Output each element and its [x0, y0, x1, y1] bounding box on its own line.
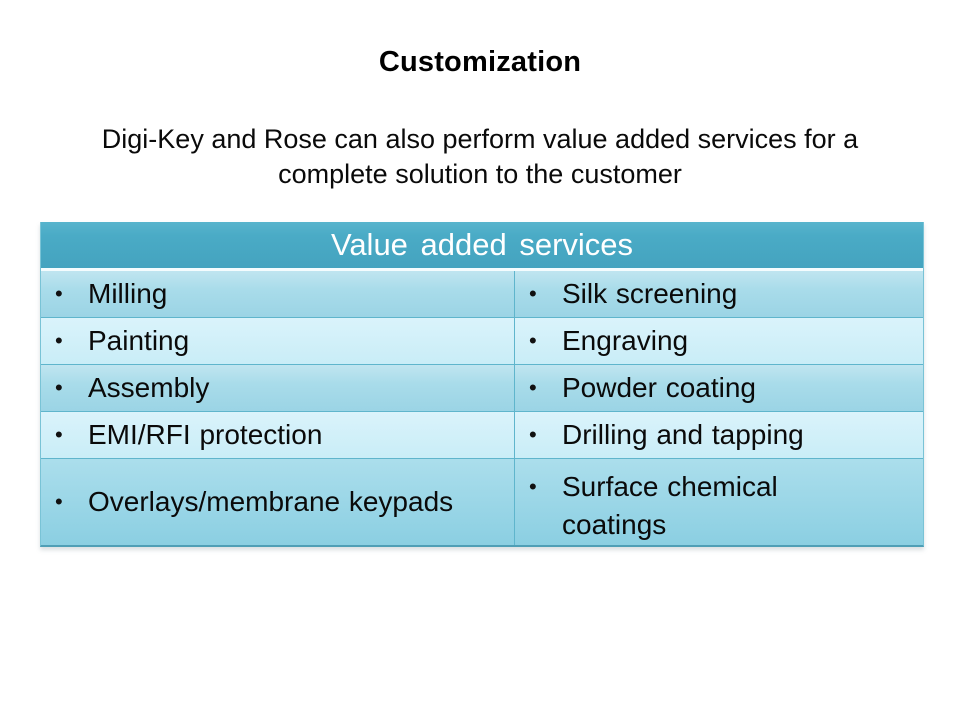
bullet-marker: • [55, 489, 63, 514]
table-cell: • Silk screening [514, 271, 923, 317]
cell-text: Assembly [88, 372, 210, 403]
table-cell: • Engraving [514, 318, 923, 364]
table-cell: • EMI/RFI protection [41, 412, 514, 458]
cell-text: Painting [88, 325, 190, 356]
table-row: • Overlays/membrane keypads • Surface ch… [41, 458, 923, 545]
table-row: • EMI/RFI protection • Drilling and tapp… [41, 411, 923, 458]
cell-text: Silk screening [562, 278, 738, 309]
bullet-marker: • [529, 328, 537, 353]
table-cell: • Overlays/membrane keypads [41, 459, 514, 545]
table-cell: • Assembly [41, 365, 514, 411]
cell-text: Powder coating [562, 372, 757, 403]
bullet-marker: • [55, 281, 63, 306]
slide-title: Customization [378, 46, 582, 78]
slide-subtitle: Digi-Key and Rose can also perform value… [0, 122, 960, 192]
table-cell: • Powder coating [514, 365, 923, 411]
bullet-marker: • [529, 422, 537, 447]
value-added-services-table: Value added services • Milling • Silk sc… [40, 222, 924, 547]
bullet-marker: • [529, 281, 537, 306]
table-row: • Painting • Engraving [41, 317, 923, 364]
cell-text: EMI/RFI protection [88, 419, 323, 450]
bullet-marker: • [55, 375, 63, 400]
bullet-marker: • [55, 422, 63, 447]
bullet-marker: • [529, 474, 537, 499]
cell-text: Overlays/membrane keypads [88, 486, 454, 517]
table-cell: • Milling [41, 271, 514, 317]
table-cell: • Drilling and tapping [514, 412, 923, 458]
cell-text: Drilling and tapping [562, 419, 804, 450]
table-header: Value added services [41, 222, 923, 271]
cell-text: Engraving [562, 325, 689, 356]
table-row: • Assembly • Powder coating [41, 364, 923, 411]
bullet-marker: • [529, 375, 537, 400]
cell-text: Surface chemical coatings [562, 471, 778, 540]
slide-subtitle-line2: complete solution to the customer [278, 159, 682, 189]
table-cell: • Surface chemical coatings [514, 459, 923, 545]
cell-text: Milling [88, 278, 168, 309]
table-cell: • Painting [41, 318, 514, 364]
slide-subtitle-line1: Digi-Key and Rose can also perform value… [101, 124, 859, 154]
bullet-marker: • [55, 328, 63, 353]
table-row: • Milling • Silk screening [41, 271, 923, 317]
